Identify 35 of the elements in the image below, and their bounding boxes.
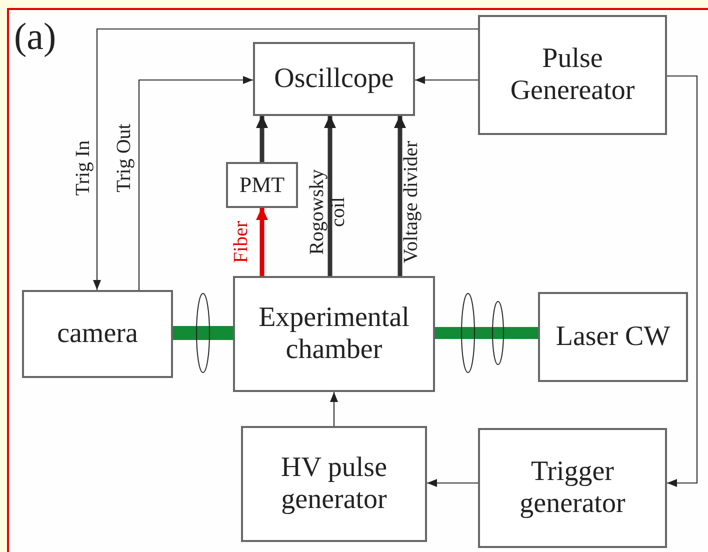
process-box xyxy=(538,292,688,382)
box-label: camera xyxy=(57,318,138,350)
arrow xyxy=(427,479,478,487)
arrow xyxy=(667,75,698,487)
box-label: HV pulse generator xyxy=(280,452,388,516)
edge-label: Fiber xyxy=(230,220,252,264)
arrow xyxy=(138,76,253,290)
edge-label: Trig Out xyxy=(114,124,134,192)
arrow xyxy=(394,115,406,276)
panel-label: (a) xyxy=(14,18,56,56)
arrow xyxy=(330,392,338,426)
process-box xyxy=(478,15,667,135)
box-label: Oscillcope xyxy=(274,62,394,96)
arrow xyxy=(256,115,268,162)
lens-symbol xyxy=(461,293,475,373)
box-label: Experimental chamber xyxy=(258,302,410,366)
lens-symbol xyxy=(492,301,504,365)
box-label: Laser CW xyxy=(556,320,670,354)
edge-label: Voltage divider xyxy=(400,140,422,264)
arrow xyxy=(415,76,478,84)
box-label: Trigger generator xyxy=(518,456,626,520)
process-box xyxy=(233,276,435,392)
process-box xyxy=(478,428,667,548)
process-box xyxy=(241,426,427,542)
arrow xyxy=(93,28,478,290)
box-label: PMT xyxy=(239,172,285,198)
process-box xyxy=(253,42,415,116)
arrow xyxy=(256,207,268,276)
process-box xyxy=(22,290,173,378)
edge-label: Trig In xyxy=(72,140,94,196)
arrow xyxy=(324,115,336,276)
process-box xyxy=(226,162,298,208)
box-label: Pulse Genereator xyxy=(509,42,636,108)
lens-symbol xyxy=(196,293,210,373)
edge-label: Rogowsky coil xyxy=(307,168,349,257)
